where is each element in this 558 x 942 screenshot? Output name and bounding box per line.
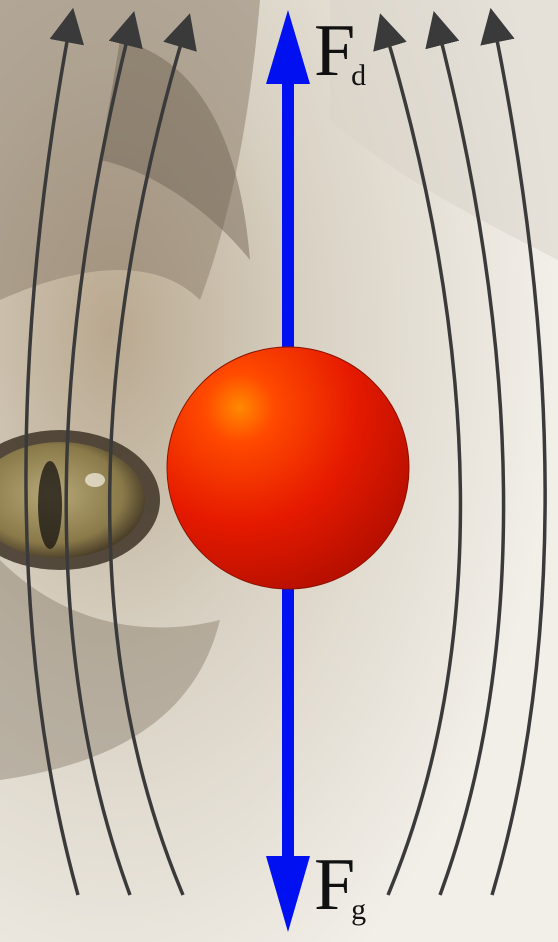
downward-force-symbol: F: [314, 844, 355, 926]
downward-force-label: Fg: [314, 848, 370, 922]
downward-force-subscript: g: [351, 893, 366, 926]
upward-force-subscript: d: [351, 59, 366, 92]
upward-force-symbol: F: [314, 10, 355, 92]
sphere: [167, 347, 409, 589]
upward-force-label: Fd: [314, 14, 370, 88]
